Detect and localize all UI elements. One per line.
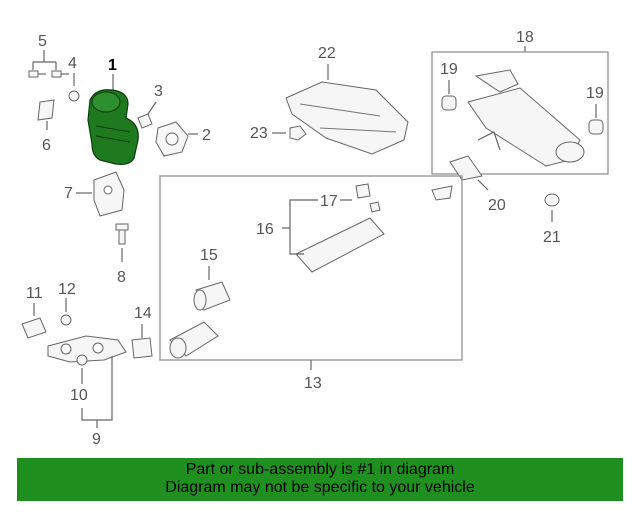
part-label-14[interactable]: 14 <box>134 305 152 322</box>
stud-part-10[interactable] <box>76 354 88 366</box>
muffler-assembly-box <box>431 51 609 175</box>
part-label-23[interactable]: 23 <box>250 125 268 142</box>
part-label-22[interactable]: 22 <box>318 45 336 62</box>
hanger-part-17[interactable] <box>355 183 381 213</box>
nut-part-4[interactable] <box>68 90 80 102</box>
nut-part-23[interactable] <box>289 125 307 141</box>
leader-3 <box>147 101 157 115</box>
part-label-4[interactable]: 4 <box>68 55 77 72</box>
part-label-17[interactable]: 17 <box>320 193 338 210</box>
part-label-19-left[interactable]: 19 <box>440 61 458 78</box>
part-label-11[interactable]: 11 <box>26 285 43 302</box>
gasket-part-11[interactable] <box>21 317 47 339</box>
banner-line-1: Part or sub-assembly is #1 in diagram <box>185 461 455 478</box>
bolt-part-5a[interactable] <box>28 70 46 78</box>
bolt-part-8[interactable] <box>115 223 129 245</box>
info-banner: Part or sub-assembly is #1 in diagram Di… <box>17 458 623 501</box>
hanger-part-19-left[interactable] <box>441 95 457 111</box>
part-label-5[interactable]: 5 <box>38 33 47 50</box>
part-label-10[interactable]: 10 <box>70 387 88 404</box>
part-label-16[interactable]: 16 <box>256 221 274 238</box>
hanger-part-19-right[interactable] <box>588 119 604 135</box>
ring-part-21[interactable] <box>544 193 560 207</box>
catalytic-converter-part-1[interactable] <box>87 89 139 165</box>
nut-part-12[interactable] <box>60 314 72 326</box>
leader-9 <box>81 356 113 428</box>
part-label-15[interactable]: 15 <box>200 247 218 264</box>
exhaust-manifold-part-9[interactable] <box>47 335 127 363</box>
bolt-part-5b[interactable] <box>51 70 69 78</box>
leader-16 <box>282 199 318 255</box>
stud-part-3[interactable] <box>137 113 153 129</box>
leader-20 <box>477 179 489 191</box>
part-label-12[interactable]: 12 <box>58 281 76 298</box>
part-label-18[interactable]: 18 <box>516 29 534 46</box>
gasket-part-20[interactable] <box>449 155 483 181</box>
leader-5 <box>32 50 57 70</box>
part-label-2[interactable]: 2 <box>202 127 211 144</box>
banner-line-2: Diagram may not be specific to your vehi… <box>165 479 475 496</box>
heat-shield-part-22[interactable] <box>285 81 409 155</box>
front-pipe-part-13[interactable] <box>169 185 453 359</box>
part-label-13[interactable]: 13 <box>304 375 322 392</box>
muffler-part-18[interactable] <box>467 69 585 167</box>
part-label-19-right[interactable]: 19 <box>586 85 604 102</box>
part-label-9[interactable]: 9 <box>92 431 101 448</box>
part-label-3[interactable]: 3 <box>154 83 163 100</box>
gasket-part-14[interactable] <box>131 337 153 359</box>
clamp-part-15[interactable] <box>193 281 231 311</box>
part-label-8[interactable]: 8 <box>117 269 126 286</box>
part-label-1[interactable]: 1 <box>108 57 117 74</box>
part-label-6[interactable]: 6 <box>42 137 51 154</box>
part-label-21[interactable]: 21 <box>543 229 561 246</box>
gasket-part-6[interactable] <box>37 99 55 121</box>
part-label-7[interactable]: 7 <box>64 185 73 202</box>
part-label-20[interactable]: 20 <box>488 197 506 214</box>
